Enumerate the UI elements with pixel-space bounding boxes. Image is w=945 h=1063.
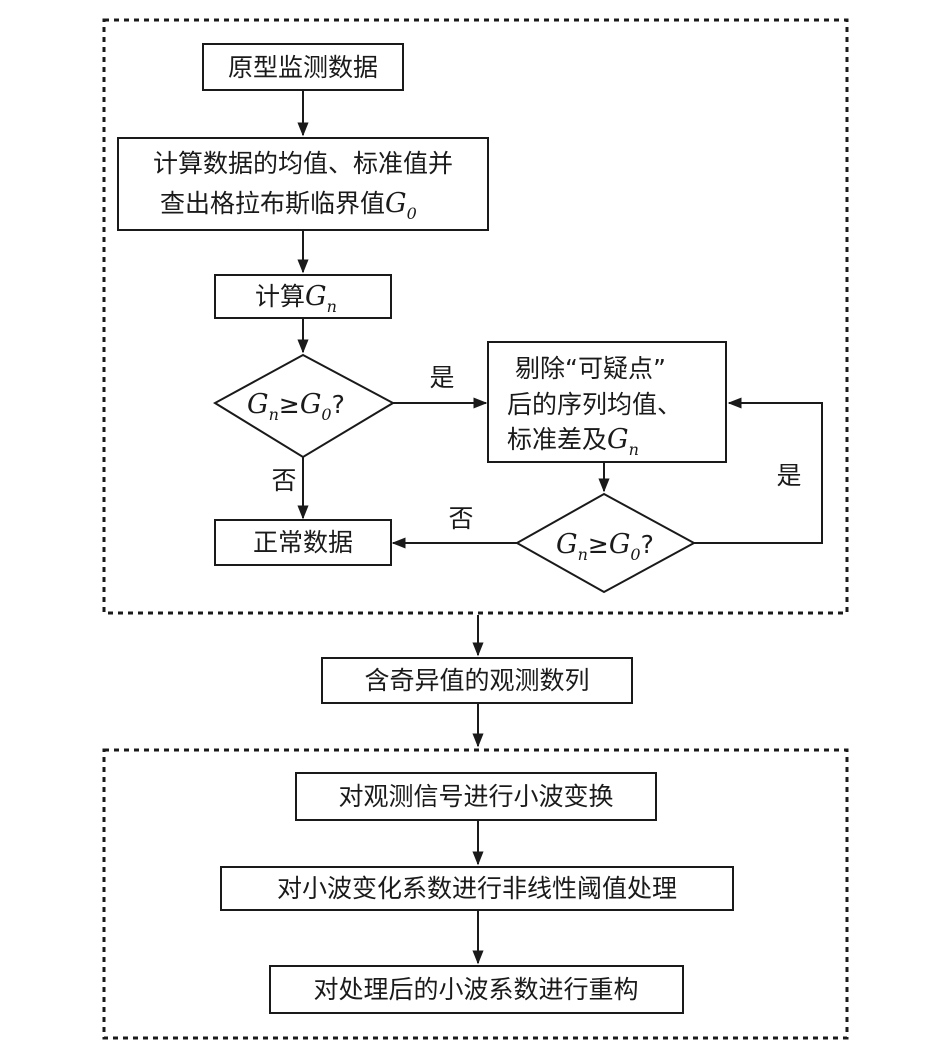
- grubbs-check-1-label: Gn≥G0?: [247, 389, 345, 424]
- yes-label-1: 是: [429, 363, 454, 392]
- no-label-1: 否: [271, 466, 296, 495]
- no-label-2: 否: [448, 504, 473, 533]
- reconstruct-label: 对处理后的小波系数进行重构: [313, 975, 638, 1004]
- remove-suspects-line3: 标准差及Gn: [507, 424, 639, 459]
- outlier-series-label: 含奇异值的观测数列: [364, 666, 589, 695]
- remove-suspects-line1: 剔除“可疑点”: [515, 354, 666, 383]
- grubbs-check-2-label: Gn≥G0?: [556, 529, 654, 564]
- raw-data-box: [202, 43, 404, 91]
- remove-suspects-line2: 后的序列均值、: [507, 390, 682, 419]
- grubbs-check-diamond-1: [213, 353, 396, 459]
- compute-gn-box: [214, 274, 392, 319]
- normal-data-label: 正常数据: [253, 528, 353, 557]
- outlier-detection-frame: [102, 18, 849, 615]
- arrow-check2-yes-loop: [694, 397, 823, 544]
- grubbs-check-diamond-2: [514, 492, 697, 594]
- normal-data-box: [214, 519, 392, 566]
- compute-stats-line1: 计算数据的均值、标准值并: [153, 149, 453, 178]
- reconstruct-box: [269, 965, 684, 1014]
- outlier-series-box: [321, 657, 633, 704]
- compute-stats-box: [117, 137, 489, 231]
- raw-data-label: 原型监测数据: [228, 53, 378, 82]
- yes-label-2: 是: [776, 461, 801, 490]
- wavelet-transform-label: 对观测信号进行小波变换: [338, 782, 613, 811]
- compute-gn-label: 计算Gn: [255, 281, 337, 316]
- compute-stats-line2: 查出格拉布斯临界值G0: [160, 188, 417, 223]
- threshold-label: 对小波变化系数进行非线性阈值处理: [277, 874, 677, 903]
- threshold-box: [220, 866, 734, 911]
- wavelet-denoise-frame: [102, 748, 849, 1040]
- remove-suspects-box: [487, 341, 727, 463]
- wavelet-transform-box: [295, 772, 657, 821]
